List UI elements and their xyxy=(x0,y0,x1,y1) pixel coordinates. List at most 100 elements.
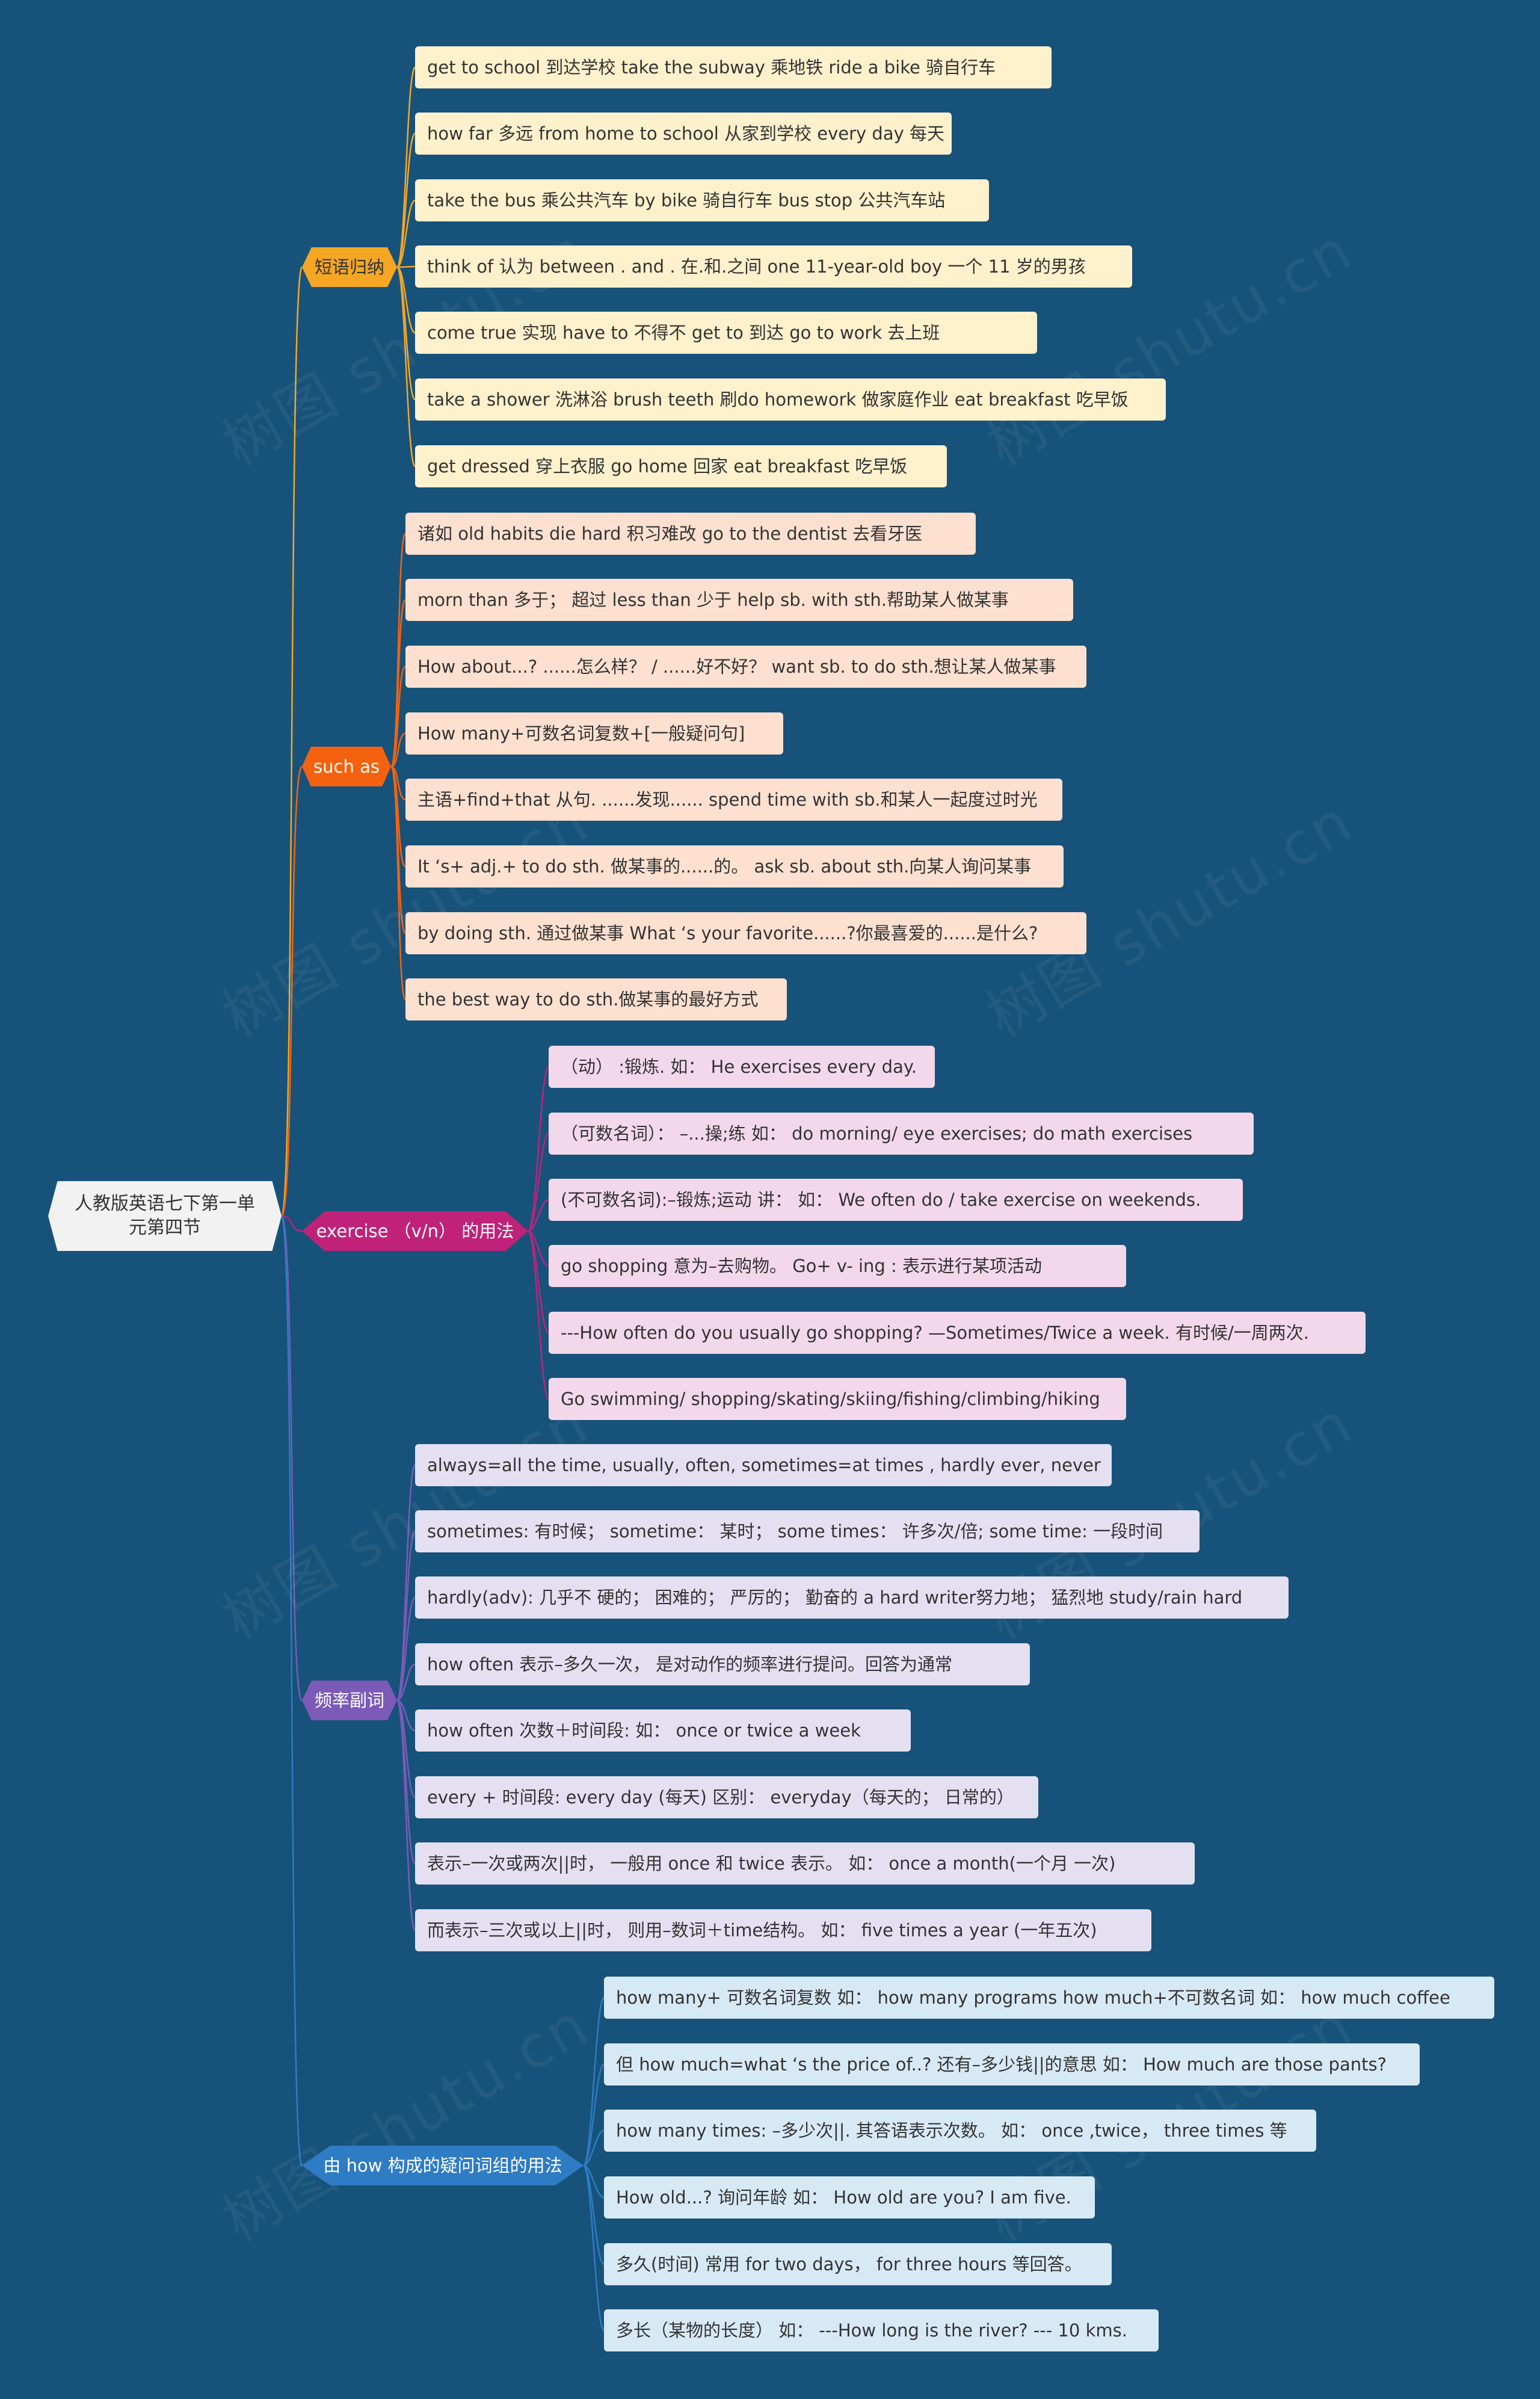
branch-to-leaf-line xyxy=(396,266,416,468)
leaf-node[interactable]: get to school 到达学校 take the subway 乘地铁 r… xyxy=(415,46,1052,88)
leaf-node[interactable]: get dressed 穿上衣服 go home 回家 eat breakfas… xyxy=(415,445,947,487)
leaf-node[interactable]: How old...? 询问年龄 如： How old are you? I a… xyxy=(604,2176,1095,2218)
leaf-text: hardly(adv): 几乎不 硬的； 困难的； 严厉的； 勤奋的 a har… xyxy=(427,1587,1243,1608)
branch-to-leaf-line xyxy=(396,1530,416,1702)
root-to-branch-line xyxy=(280,266,303,1217)
branch-label: 频率副词 xyxy=(315,1690,385,1711)
leaf-node[interactable]: take a shower 洗淋浴 brush teeth 刷do homewo… xyxy=(415,378,1166,421)
branch-to-leaf-line xyxy=(396,1596,416,1702)
branch-to-leaf-line xyxy=(396,1699,416,1865)
branch-node-3[interactable]: exercise （v/n） 的用法 xyxy=(302,1211,528,1251)
branch-node-5[interactable]: 由 how 构成的疑问词组的用法 xyxy=(302,2146,584,2185)
leaf-text: It ‘s+ adj.+ to do sth. 做某事的......的。 ask… xyxy=(417,856,1032,877)
leaf-text: Go swimming/ shopping/skating/skiing/fis… xyxy=(561,1388,1100,1409)
leaf-node[interactable]: come true 实现 have to 不得不 get to 到达 go to… xyxy=(415,312,1037,354)
branch-label: such as xyxy=(313,756,380,777)
leaf-text: 而表示–三次或以上||时， 则用–数词＋time结构。 如： five time… xyxy=(427,1919,1097,1941)
leaf-text: 表示–一次或两次||时， 一般用 once 和 twice 表示。 如： onc… xyxy=(427,1853,1116,1874)
branch-to-leaf-line xyxy=(528,1230,549,1267)
branch-label: 由 how 构成的疑问词组的用法 xyxy=(323,2155,562,2176)
leaf-text: get dressed 穿上衣服 go home 回家 eat breakfas… xyxy=(427,455,908,477)
leaf-node[interactable]: how often 次数＋时间段: 如： once or twice a wee… xyxy=(415,1709,911,1752)
branch-to-leaf-line xyxy=(396,132,416,268)
leaf-node[interactable]: how far 多远 from home to school 从家到学校 eve… xyxy=(415,113,952,155)
leaf-node[interactable]: 表示–一次或两次||时， 一般用 once 和 twice 表示。 如： onc… xyxy=(415,1842,1195,1885)
leaf-text: sometimes: 有时候； sometime： 某时； some times… xyxy=(427,1521,1163,1542)
leaf-text: （可数名词）： –...操;练 如： do morning/ eye exerc… xyxy=(561,1123,1193,1144)
leaf-text: (不可数名词):–锻炼;运动 讲： 如： We often do / take … xyxy=(561,1189,1201,1210)
branch-to-leaf-line xyxy=(583,2164,605,2199)
leaf-node[interactable]: 但 how much=what ‘s the price of..? 还有–多少… xyxy=(604,2043,1420,2086)
leaf-text: how often 表示–多久一次， 是对动作的频率进行提问。回答为通常 xyxy=(427,1653,953,1675)
leaf-text: 多长（某物的长度） 如： ---How long is the river? -… xyxy=(616,2320,1127,2341)
leaf-node[interactable]: (不可数名词):–锻炼;运动 讲： 如： We often do / take … xyxy=(549,1179,1243,1221)
leaf-node[interactable]: It ‘s+ adj.+ to do sth. 做某事的......的。 ask… xyxy=(405,845,1064,888)
root-to-branch-line xyxy=(280,765,303,1217)
root-to-branch-line xyxy=(280,1215,303,2167)
leaf-node[interactable]: 诸如 old habits die hard 积习难改 go to the de… xyxy=(405,513,976,555)
branch-to-leaf-line xyxy=(582,1996,605,2167)
leaf-node[interactable]: 多久(时间) 常用 for two days， for three hours … xyxy=(604,2243,1112,2285)
leaf-text: always=all the time, usually, often, som… xyxy=(427,1454,1101,1475)
branch-to-leaf-line xyxy=(390,765,406,801)
branch-to-leaf-line xyxy=(390,533,407,768)
leaf-node[interactable]: sometimes: 有时候； sometime： 某时； some times… xyxy=(415,1510,1200,1552)
leaf-text: take a shower 洗淋浴 brush teeth 刷do homewo… xyxy=(427,389,1129,410)
leaf-text: （动） :锻炼. 如： He exercises every day. xyxy=(561,1056,917,1077)
leaf-node[interactable]: take the bus 乘公共汽车 by bike 骑自行车 bus stop… xyxy=(415,179,989,221)
branch-to-leaf-line xyxy=(396,1699,416,1931)
leaf-node[interactable]: think of 认为 between . and . 在.和.之间 one 1… xyxy=(415,245,1132,288)
leaf-text: how often 次数＋时间段: 如： once or twice a wee… xyxy=(427,1720,861,1741)
branch-to-leaf-line xyxy=(527,1066,550,1232)
leaf-node[interactable]: go shopping 意为–去购物。 Go+ v- ing : 表示进行某项活… xyxy=(549,1245,1126,1287)
leaf-node[interactable]: 多长（某物的长度） 如： ---How long is the river? -… xyxy=(604,2309,1159,2351)
leaf-node[interactable]: ---How often do you usually go shopping?… xyxy=(549,1312,1366,1354)
leaf-node[interactable]: hardly(adv): 几乎不 硬的； 困难的； 严厉的； 勤奋的 a har… xyxy=(415,1576,1289,1619)
branch-to-leaf-line xyxy=(527,1132,550,1232)
branch-to-leaf-line xyxy=(582,2063,605,2167)
root-to-branch-line xyxy=(281,1215,303,1232)
leaf-node[interactable]: how many times: –多少次||. 其答语表示次数。 如： once… xyxy=(604,2110,1316,2152)
leaf-text: ---How often do you usually go shopping?… xyxy=(561,1322,1309,1343)
leaf-text: how many+ 可数名词复数 如： how many programs ho… xyxy=(616,1987,1450,2008)
leaf-node[interactable]: every + 时间段: every day (每天) 区别： everyday… xyxy=(415,1776,1038,1818)
leaf-text: the best way to do sth.做某事的最好方式 xyxy=(417,989,759,1010)
leaf-node[interactable]: by doing sth. 通过做某事 What ‘s your favorit… xyxy=(405,912,1086,954)
leaf-text: 主语+find+that 从句. ......发现...... spend ti… xyxy=(417,789,1038,810)
leaf-text: think of 认为 between . and . 在.和.之间 one 1… xyxy=(427,256,1086,277)
branch-to-leaf-line xyxy=(396,199,416,268)
branch-to-leaf-line xyxy=(527,1230,550,1400)
leaf-text: go shopping 意为–去购物。 Go+ v- ing : 表示进行某项活… xyxy=(561,1255,1043,1276)
leaf-text: get to school 到达学校 take the subway 乘地铁 r… xyxy=(427,57,996,78)
leaf-text: 多久(时间) 常用 for two days， for three hours … xyxy=(616,2253,1082,2274)
leaf-node[interactable]: how often 表示–多久一次， 是对动作的频率进行提问。回答为通常 xyxy=(415,1643,1030,1685)
leaf-node[interactable]: 主语+find+that 从句. ......发现...... spend ti… xyxy=(405,779,1062,821)
branch-node-1[interactable]: 短语归纳 xyxy=(302,247,397,287)
branch-to-leaf-line xyxy=(396,1663,416,1702)
branch-to-leaf-line xyxy=(396,1699,416,1732)
leaf-node[interactable]: How about...? ......怎么样？ / ......好不好？ wa… xyxy=(405,646,1086,688)
branch-node-4[interactable]: 频率副词 xyxy=(302,1681,397,1720)
leaf-node[interactable]: how many+ 可数名词复数 如： how many programs ho… xyxy=(604,1977,1494,2019)
leaf-text: how far 多远 from home to school 从家到学校 eve… xyxy=(427,123,944,144)
leaf-text: morn than 多于； 超过 less than 少于 help sb. w… xyxy=(417,589,1009,610)
leaf-node[interactable]: （动） :锻炼. 如： He exercises every day. xyxy=(549,1046,935,1088)
leaf-node[interactable]: 而表示–三次或以上||时， 则用–数词＋time结构。 如： five time… xyxy=(415,1909,1151,1951)
root-node[interactable]: 人教版英语七下第一单元第四节 xyxy=(48,1181,282,1251)
leaf-node[interactable]: the best way to do sth.做某事的最好方式 xyxy=(405,978,787,1020)
leaf-text: take the bus 乘公共汽车 by bike 骑自行车 bus stop… xyxy=(427,190,946,211)
leaf-node[interactable]: always=all the time, usually, often, som… xyxy=(415,1444,1112,1486)
leaf-text: come true 实现 have to 不得不 get to 到达 go to… xyxy=(427,322,940,343)
branch-to-leaf-line xyxy=(582,2164,605,2332)
leaf-node[interactable]: （可数名词）： –...操;练 如： do morning/ eye exerc… xyxy=(549,1113,1254,1155)
leaf-text: How old...? 询问年龄 如： How old are you? I a… xyxy=(616,2187,1071,2208)
leaf-text: 诸如 old habits die hard 积习难改 go to the de… xyxy=(417,523,923,544)
branch-to-leaf-line xyxy=(390,765,407,1001)
branch-to-leaf-line xyxy=(390,732,406,768)
leaf-node[interactable]: Go swimming/ shopping/skating/skiing/fis… xyxy=(549,1378,1126,1420)
leaf-node[interactable]: How many+可数名词复数+[一般疑问句] xyxy=(405,712,783,755)
branch-node-2[interactable]: such as xyxy=(302,747,391,786)
leaf-node[interactable]: morn than 多于； 超过 less than 少于 help sb. w… xyxy=(405,579,1073,621)
root-to-branch-line xyxy=(280,1215,303,1702)
